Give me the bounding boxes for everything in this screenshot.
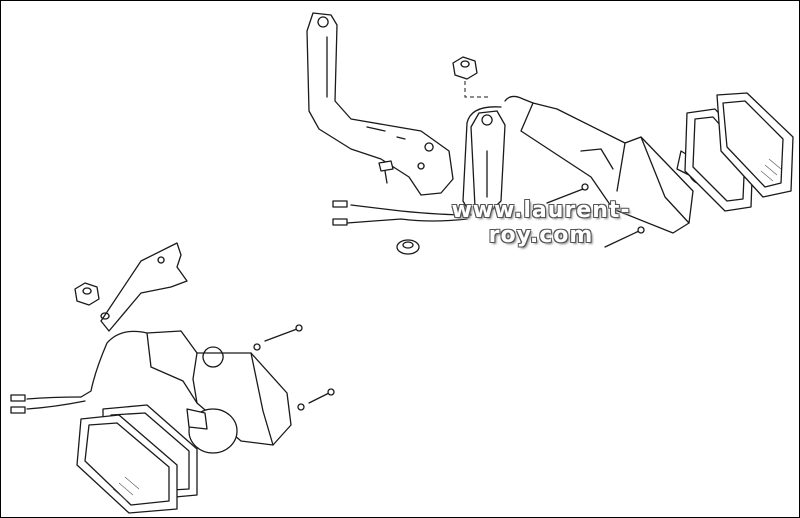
wire-connectors-right xyxy=(332,200,472,226)
screw-left-b xyxy=(297,388,335,411)
stay-plate xyxy=(470,110,506,216)
nut-top xyxy=(452,56,478,80)
wire-connectors-left xyxy=(10,394,86,414)
bulb-left xyxy=(186,408,238,454)
stud-bolt xyxy=(378,160,394,184)
signal-housing-right xyxy=(462,95,694,234)
lens-right xyxy=(716,92,794,198)
rubber-grommet xyxy=(396,239,420,255)
bracket-right xyxy=(306,12,454,196)
lens-left xyxy=(76,414,178,514)
screw-right-a xyxy=(546,183,589,204)
nut-left xyxy=(74,282,100,306)
watermark-text: www.laurent-roy.com xyxy=(451,198,631,248)
screw-right-b xyxy=(604,226,645,248)
screw-left-a xyxy=(253,324,303,351)
signal-housing-left xyxy=(80,330,292,446)
bracket-left xyxy=(100,242,188,332)
guide-line-nut xyxy=(464,81,491,98)
